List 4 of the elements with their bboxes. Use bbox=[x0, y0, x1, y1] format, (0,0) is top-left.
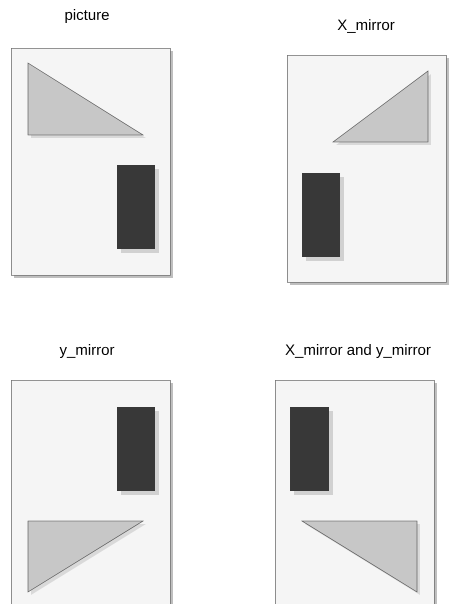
panel-label: picture bbox=[65, 9, 109, 23]
panel-label: X_mirror and y_mirror bbox=[285, 344, 431, 358]
panel-label: X_mirror bbox=[338, 19, 394, 33]
panel-label: y_mirror bbox=[60, 344, 114, 358]
